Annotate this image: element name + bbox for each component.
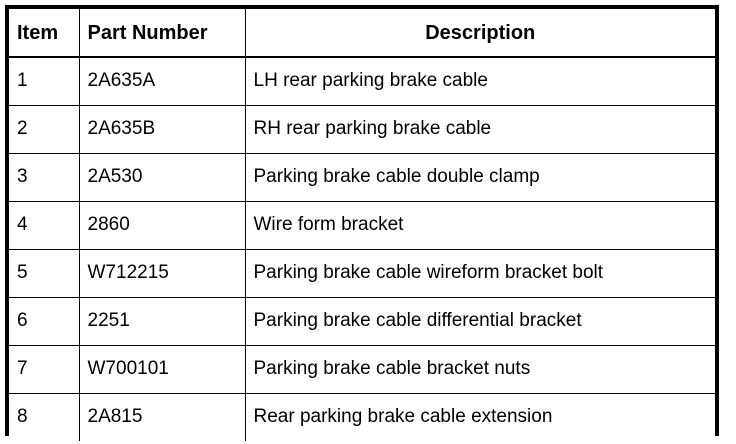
cell-part-number: 2860 bbox=[78, 201, 246, 250]
column-header-part-number: Part Number bbox=[78, 9, 246, 58]
cell-description: Wire form bracket bbox=[244, 201, 715, 250]
cell-description: LH rear parking brake cable bbox=[244, 56, 715, 106]
cell-part-number: W700101 bbox=[78, 345, 246, 394]
cell-part-number: 2A635A bbox=[78, 56, 246, 106]
cell-item: 2 bbox=[9, 105, 80, 154]
column-header-description: Description bbox=[244, 9, 715, 58]
cell-item: 3 bbox=[9, 153, 80, 202]
column-header-item: Item bbox=[9, 9, 80, 58]
cell-description: Parking brake cable double clamp bbox=[244, 153, 715, 202]
cell-description: Parking brake cable bracket nuts bbox=[244, 345, 715, 394]
cell-item: 5 bbox=[9, 249, 80, 298]
cell-item: 4 bbox=[9, 201, 80, 250]
cell-item: 6 bbox=[9, 297, 80, 346]
cell-description: RH rear parking brake cable bbox=[244, 105, 715, 154]
cell-item: 1 bbox=[9, 56, 80, 106]
cell-description: Parking brake cable wireform bracket bol… bbox=[244, 249, 715, 298]
table-header: Item Part Number Description bbox=[9, 9, 715, 58]
cell-part-number: 2A815 bbox=[78, 393, 246, 441]
table-header-row: Item Part Number Description bbox=[9, 9, 715, 58]
cell-part-number: 2A530 bbox=[78, 153, 246, 202]
cell-part-number: 2251 bbox=[78, 297, 246, 346]
cell-part-number: W712215 bbox=[78, 249, 246, 298]
cell-item: 7 bbox=[9, 345, 80, 394]
cell-item: 8 bbox=[9, 393, 80, 441]
cell-description: Parking brake cable differential bracket bbox=[244, 297, 715, 346]
cell-description: Rear parking brake cable extension bbox=[244, 393, 715, 441]
cell-part-number: 2A635B bbox=[78, 105, 246, 154]
